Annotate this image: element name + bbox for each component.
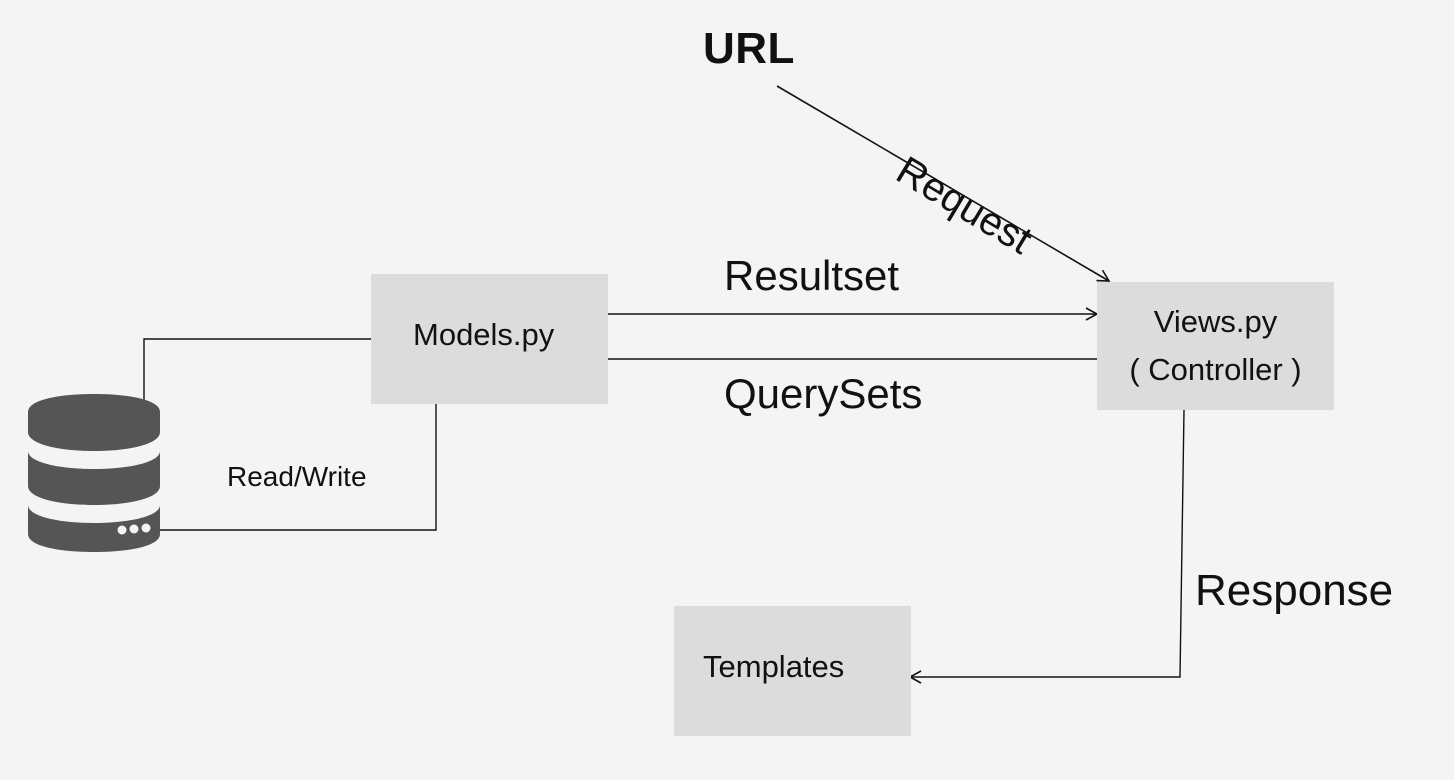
response-arrow [908,409,1185,684]
database-icon [28,394,160,552]
models-to-database-arrow [137,338,371,423]
read-write-label: Read/Write [227,461,367,492]
url-label: URL [703,24,795,73]
request-arrow [776,85,1111,282]
querysets-label: QuerySets [724,370,923,417]
database-top-layer [28,394,160,451]
resultset-label: Resultset [724,252,900,299]
database-middle-layer [28,451,160,505]
database-status-dot [129,524,139,534]
database-bottom-layer [28,505,160,552]
views-sublabel: ( Controller ) [1129,352,1302,387]
views-box: Views.py ( Controller ) [1097,282,1334,410]
response-label: Response [1195,566,1394,615]
templates-label: Templates [703,649,845,684]
database-status-dot [141,523,151,533]
templates-box: Templates [674,606,911,736]
database-status-dot [117,525,127,535]
models-label: Models.py [413,317,555,352]
views-label: Views.py [1153,304,1278,339]
database-to-models-arrow [158,381,443,531]
models-box: Models.py [371,274,608,404]
